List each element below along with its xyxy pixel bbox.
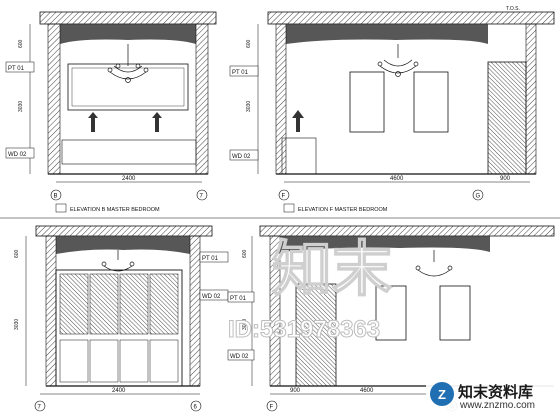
elevation-panel-bottom-left: 600 3030 PT 01 WD 02 2400 7 6 <box>14 225 229 412</box>
chandelier-icon <box>107 44 149 83</box>
tag-br-0: PT 01 <box>230 296 247 302</box>
vdim-bl-1: 3030 <box>14 319 20 330</box>
grid-tr-0: F <box>282 194 286 200</box>
hdim-br-1: 900 <box>290 388 301 394</box>
hdim-tr-0: 4600 <box>390 176 404 182</box>
tag-tr-0: PT 01 <box>232 70 249 76</box>
watermark-id: ID:531978363 <box>228 316 380 343</box>
tag-bl-1: WD 02 <box>202 294 221 300</box>
grid-br-0: F <box>270 405 274 411</box>
grid-bl-0: 7 <box>38 405 42 411</box>
sculpture-icon <box>292 110 304 132</box>
brand-logo-icon: Z <box>430 382 454 406</box>
tag-tl-0: PT 01 <box>8 66 25 72</box>
elevation-panel-top-right: 600 3030 PT 01 WD 02 T.O.S. 4600 900 F G… <box>229 6 555 213</box>
vdim-br-0: 600 <box>242 249 248 258</box>
grid-bl-1: 6 <box>194 405 198 411</box>
elevation-panel-top-left: 600 3030 PT 01 WD 02 2400 B 7 ELEVATION … <box>5 11 217 213</box>
hdim-bl-0: 2400 <box>112 388 126 394</box>
hdim-tl-0: 2400 <box>122 176 136 182</box>
vdim-tr-1: 3030 <box>246 101 252 112</box>
table-lamp-icon <box>88 112 162 132</box>
chandelier-icon <box>101 250 135 272</box>
brand-name: 知末资料库 <box>458 383 534 401</box>
watermark-title: 知末 <box>272 236 392 303</box>
tag-tl-1: WD 02 <box>8 152 27 158</box>
vdim-bl-0: 600 <box>14 249 20 258</box>
vdim-tr-0: 600 <box>246 39 252 48</box>
tag-tr-1: WD 02 <box>232 154 251 160</box>
vdim-tl-1: 3030 <box>18 101 24 112</box>
grid-tr-1: G <box>476 194 481 200</box>
brand-logo-badge: Z 知末资料库 www.znzmo.com <box>426 378 554 416</box>
note-tr: T.O.S. <box>506 6 520 12</box>
hdim-br-0: 4600 <box>360 388 374 394</box>
grid-tl-0: B <box>54 194 58 200</box>
grid-tl-1: 7 <box>200 194 204 200</box>
hdim-tr-1: 900 <box>500 176 511 182</box>
brand-url: www.znzmo.com <box>460 400 536 411</box>
tag-bl-0: PT 01 <box>202 256 219 262</box>
title-tl: ELEVATION B MASTER BEDROOM <box>70 207 160 213</box>
title-tr: ELEVATION F MASTER BEDROOM <box>298 207 388 213</box>
chandelier-icon <box>377 44 419 77</box>
vdim-br-1: 3030 <box>242 319 248 330</box>
elevation-panel-bottom-right: PT 01 WD 02 600 3030 900 4600 F G <box>227 225 555 412</box>
chandelier-icon <box>415 250 453 277</box>
vdim-tl-0: 600 <box>18 39 24 48</box>
tag-br-1: WD 02 <box>230 354 249 360</box>
